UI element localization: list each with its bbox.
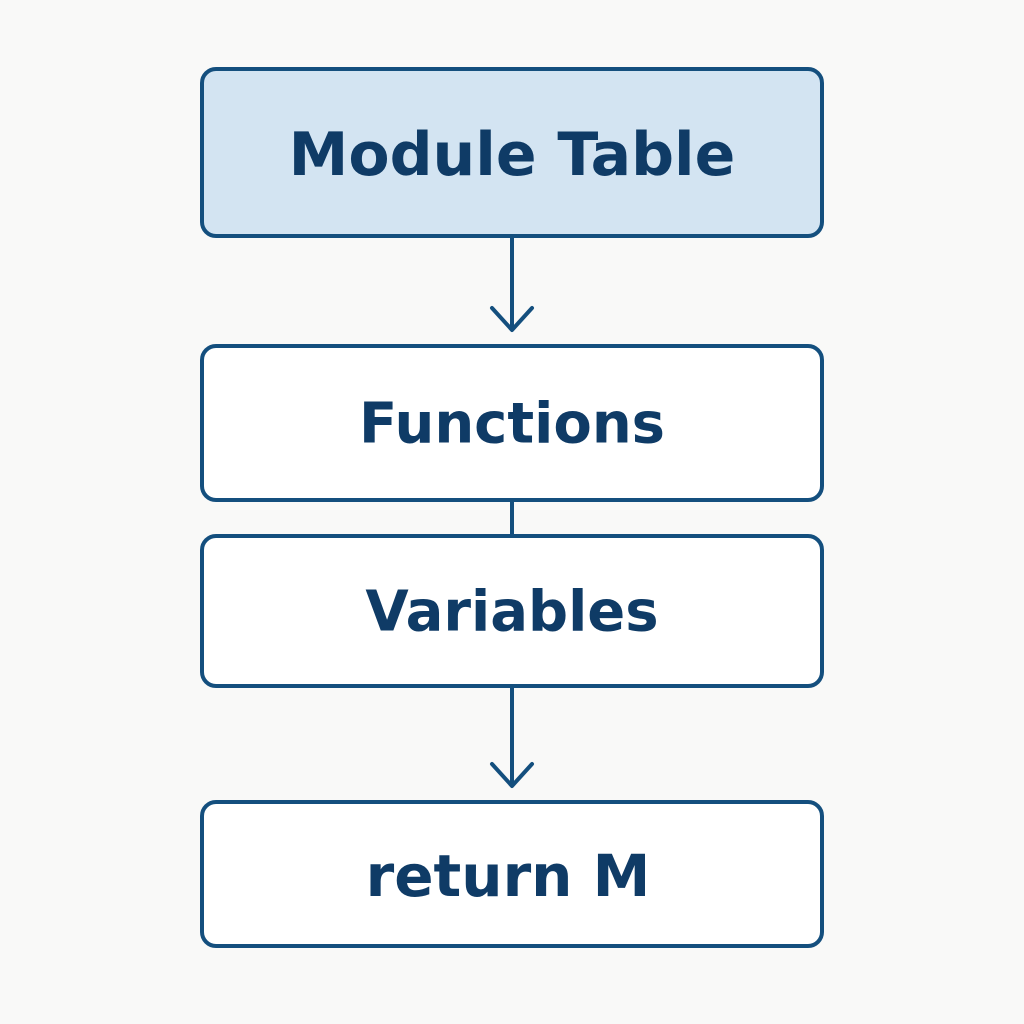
node-label: return M bbox=[366, 842, 651, 910]
arrowhead-icon bbox=[490, 306, 534, 332]
node-label: Functions bbox=[359, 392, 665, 457]
node-module-table[interactable]: Module Table bbox=[200, 67, 824, 238]
edge-variables-to-return bbox=[490, 684, 534, 788]
node-box bbox=[200, 800, 824, 948]
node-return-m[interactable]: return M bbox=[200, 800, 824, 948]
edge-module-table-to-functions bbox=[490, 234, 534, 332]
node-functions[interactable]: Functions bbox=[200, 344, 824, 502]
node-variables[interactable]: Variables bbox=[200, 534, 824, 688]
node-label: Variables bbox=[365, 580, 658, 645]
node-box bbox=[200, 344, 824, 502]
node-box bbox=[200, 534, 824, 688]
node-box bbox=[200, 67, 824, 238]
node-label: Module Table bbox=[289, 120, 736, 190]
arrowhead-icon bbox=[490, 762, 534, 788]
